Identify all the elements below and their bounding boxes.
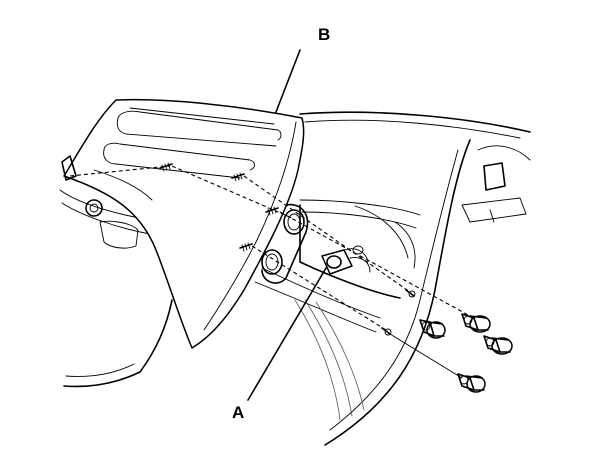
callout-a: A xyxy=(232,403,244,422)
stud-2 xyxy=(231,172,245,182)
nut-1 xyxy=(461,313,491,333)
dashboard-panel xyxy=(59,111,531,446)
nut-2 xyxy=(483,335,513,355)
fasteners xyxy=(69,162,513,393)
connector-a xyxy=(321,245,371,275)
nut-4 xyxy=(457,373,486,393)
leader-line-b xyxy=(275,49,301,113)
mounting-bracket xyxy=(261,203,309,284)
airbag-module-b xyxy=(61,98,305,349)
nut-3 xyxy=(419,319,446,339)
stud-4 xyxy=(239,242,253,252)
callout-b: B xyxy=(318,25,330,44)
leader-line-a xyxy=(247,267,327,401)
